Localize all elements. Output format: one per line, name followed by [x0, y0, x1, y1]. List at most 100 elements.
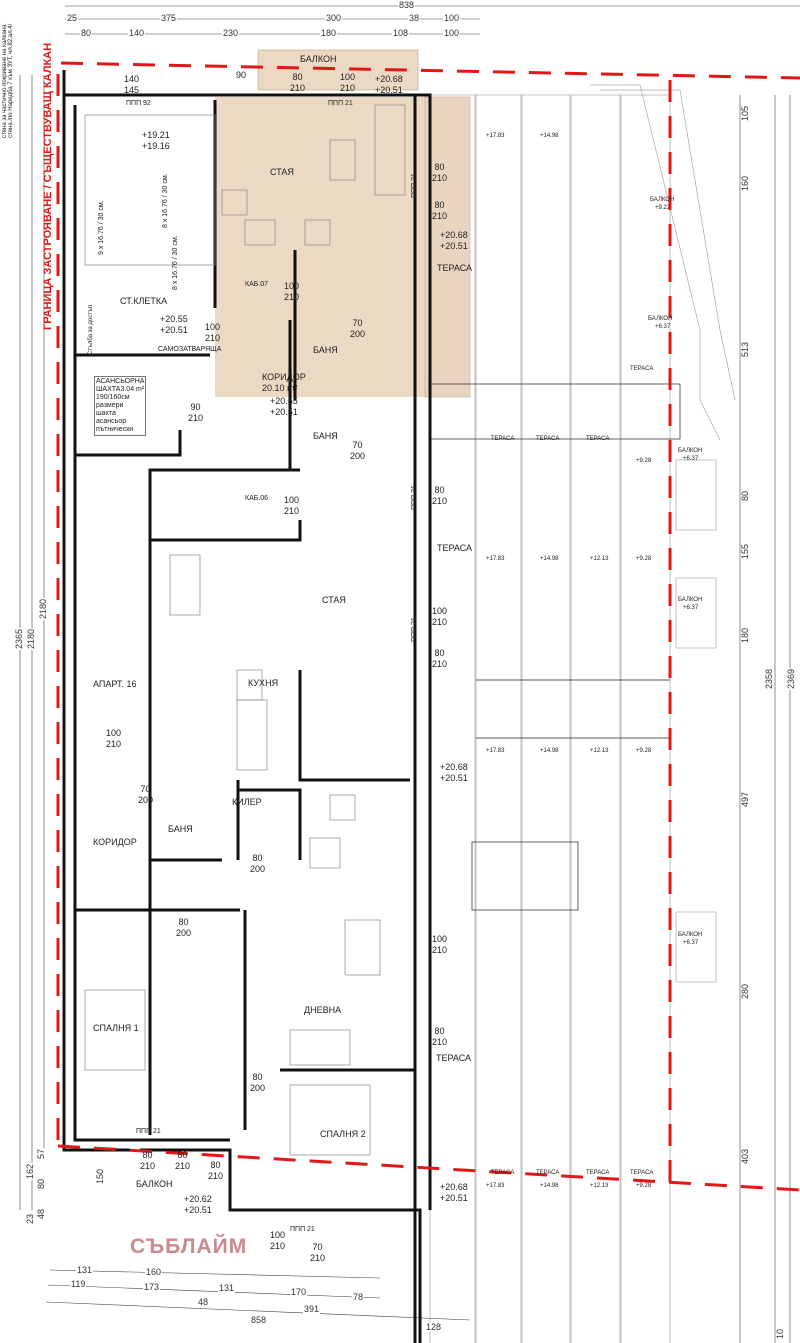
dimension: 838 [398, 0, 416, 10]
elevator-text: 190/160см [96, 394, 130, 401]
room-label: СПАЛНЯ 1 [93, 1023, 139, 1033]
dimension: 10 [775, 1327, 785, 1340]
dimension: 105 [740, 104, 750, 122]
dimension: 131 [76, 1265, 94, 1275]
terrace-label: ТЕРАСА [586, 436, 610, 442]
dimension: 180 [740, 626, 750, 644]
window-label: ППП 21 [411, 617, 418, 642]
level-mark: +17.83 [486, 133, 505, 139]
construction-boundary [56, 61, 800, 1192]
dimension: 2369 [786, 667, 796, 690]
terrace-label: ТЕРАСА [536, 1170, 560, 1176]
room-label: ТЕРАСА [437, 543, 473, 553]
window-label: ППП 21 [411, 485, 418, 510]
room-label: АПАРТ. 16 [93, 679, 137, 689]
door-note: САМОЗАТВАРЯЩА [158, 346, 222, 353]
room-label: ТЕРАСА [436, 1053, 472, 1063]
dimension: 180 [320, 28, 338, 38]
dimension: 48 [197, 1297, 210, 1307]
level-mark: +20.62+20.51 [184, 1194, 212, 1215]
dimension: 38 [408, 13, 421, 23]
elevator-text: ШАХТА3.04 m² [96, 386, 145, 393]
dimension: 2358 [764, 667, 774, 690]
dimension: 108 [392, 28, 410, 38]
studio-terrace-area [424, 96, 471, 398]
dimension: 119 [70, 1279, 87, 1289]
dimension: 160 [145, 1267, 163, 1277]
dimension: 403 [740, 1147, 750, 1165]
elevator-text: пътнически [96, 426, 134, 433]
level-mark: +9.28 [636, 748, 652, 754]
window-label: ППП 92 [126, 100, 151, 107]
elevator-text: размери [96, 402, 124, 409]
window-label: ППП 21 [411, 173, 418, 198]
room-label: БАНЯ [313, 345, 338, 355]
dimension: 375 [160, 13, 178, 23]
room-label: СТАЯ [322, 595, 346, 605]
dimension: 155 [740, 542, 750, 560]
room-label: БАЛКОН [136, 1179, 173, 1189]
boundary-label: ГРАНИЦА ЗАСТРОЯВАНЕ / СЪЩЕСТВУВАЩ КАЛКАН [42, 42, 54, 330]
dimension: 131 [218, 1283, 236, 1293]
level-mark: +19.21+19.16 [142, 130, 170, 151]
room-label: ТЕРАСА [437, 263, 473, 273]
level-mark: +20.68+20.51 [440, 1182, 468, 1203]
terrace-label: ТЕРАСА [491, 436, 515, 442]
window-label: ППП 21 [328, 100, 353, 107]
level-mark: +17.83 [486, 556, 505, 562]
dimension: 100 [443, 13, 461, 23]
elevator-shaft: АСАНСЬОРНА ШАХТА3.04 m² 190/160см размер… [94, 376, 147, 436]
level-mark: +6.37 [683, 456, 699, 462]
terrace-label: ТЕРАСА [536, 436, 560, 442]
dimension: 497 [740, 790, 750, 808]
lower-terraces [429, 84, 736, 1343]
level-mark: +17.83 [486, 1183, 505, 1189]
room-label: БАЛКОН [300, 54, 337, 64]
dimension: 280 [740, 982, 750, 1000]
level-mark: +17.83 [486, 748, 505, 754]
level-mark: +6.37 [683, 605, 699, 611]
level-mark: +9.28 [636, 458, 652, 464]
door-size: 90 [236, 70, 247, 80]
room-label: СТАЯ [270, 167, 294, 177]
window-label: ППП 21 [290, 1226, 315, 1233]
room-label: КИЛЕР [232, 797, 262, 807]
room-label: БАНЯ [168, 824, 193, 834]
room-label: СТ.КЛЕТКА [120, 296, 168, 306]
balcony-label: БАЛКОН [648, 316, 673, 322]
level-mark: +9.22 [655, 205, 671, 211]
dimension: 23 [25, 1212, 35, 1225]
room-label: КОРИДОР [262, 372, 306, 382]
terrace-label: ТЕРАСА [630, 1170, 654, 1176]
dimension: 230 [222, 28, 240, 38]
level-mark: +20.68+20.51 [440, 230, 468, 251]
level-mark: +20.68+20.51 [440, 762, 468, 783]
dimension: 80 [740, 489, 750, 502]
dimension: 48 [36, 1207, 46, 1220]
studio-area [215, 97, 425, 397]
dimension: 2180 [38, 597, 48, 620]
level-mark: +14.98 [540, 556, 559, 562]
balcony-label: БАЛКОН [650, 197, 675, 203]
level-mark: +6.37 [683, 940, 699, 946]
watermark: СЪБЛАЙМ [130, 1235, 248, 1258]
level-mark: +20.55+20.51 [160, 314, 188, 335]
dimension: 80 [80, 28, 93, 38]
level-mark: +14.98 [540, 748, 559, 754]
level-mark: +6.37 [655, 324, 671, 330]
dimension: 513 [740, 340, 750, 358]
